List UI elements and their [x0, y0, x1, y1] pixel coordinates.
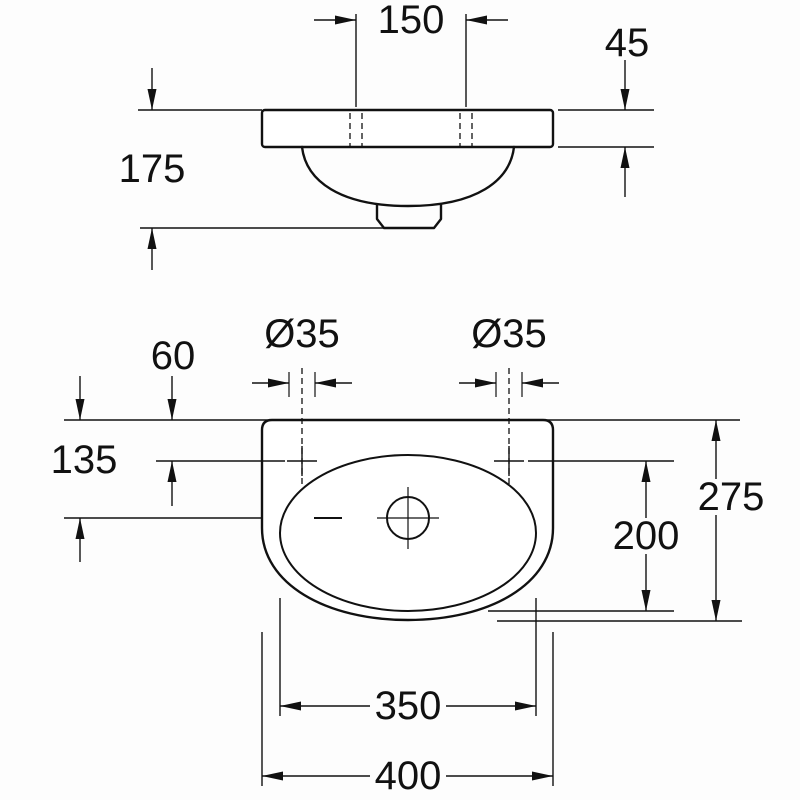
dimension-tap-diameter-right: Ø35 [459, 312, 559, 388]
basin-rim-profile [260, 108, 555, 149]
dim-label-bowl-front-depth: 200 [613, 514, 680, 558]
plan-view [64, 368, 740, 622]
dimension-rim-height: 45 [558, 21, 654, 197]
dimension-overflow-wall-offset: 135 [51, 376, 262, 562]
dim-label-bowl-width: 350 [375, 684, 442, 728]
dim-label-hole-spacing: 150 [378, 0, 445, 42]
label-mask [370, 758, 446, 794]
bowl-underside-profile [300, 145, 516, 208]
dimension-overall-depth: 275 [497, 420, 769, 622]
dimension-tap-diameter-left: Ø35 [252, 312, 352, 388]
dim-label-tap-diameter-left: Ø35 [264, 312, 340, 356]
dim-label-tap-diameter-right: Ø35 [471, 312, 547, 356]
dimension-tap-wall-offset: 60 [151, 334, 285, 506]
drain-outlet-profile [375, 203, 443, 230]
dim-label-tap-wall-offset: 60 [151, 334, 196, 378]
dim-label-rim-height: 45 [605, 21, 650, 65]
front-elevation-view [260, 108, 555, 230]
dimension-bowl-front-depth: 200 [488, 460, 684, 612]
label-mask [693, 479, 769, 515]
tap-hole-right [494, 368, 524, 487]
dim-label-total-height: 175 [119, 147, 186, 191]
dimension-overall-width: 400 [261, 632, 554, 798]
dimension-total-height: 175 [119, 68, 384, 270]
dim-label-overall-width: 400 [375, 754, 442, 798]
dimension-bowl-width: 350 [279, 598, 537, 728]
dimension-hole-spacing: 150 [314, 0, 508, 107]
label-mask [370, 688, 446, 724]
dim-label-overflow-wall-offset: 135 [51, 438, 118, 482]
dim-label-overall-depth: 275 [698, 475, 765, 519]
label-mask [608, 518, 684, 554]
